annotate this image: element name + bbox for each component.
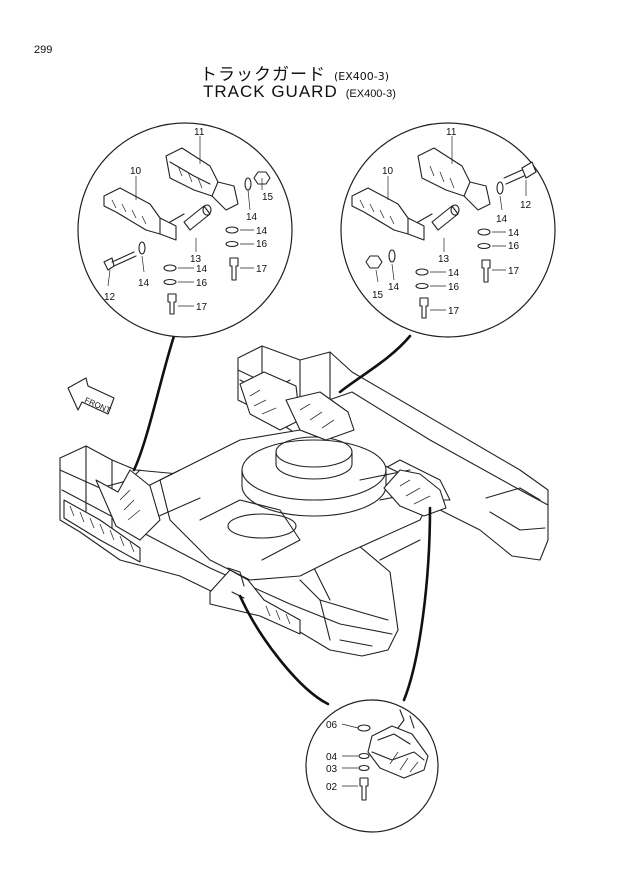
callout-left-14a: 14 bbox=[246, 212, 258, 223]
callout-right-11: 11 bbox=[446, 127, 457, 138]
title-en-text: TRACK GUARD bbox=[203, 82, 338, 101]
front-arrow: FRONT bbox=[67, 377, 115, 415]
callout-right-12: 12 bbox=[520, 200, 532, 211]
detail-circle-right: 11 10 12 14 13 14 16 17 14 14 15 16 17 bbox=[340, 122, 556, 338]
track-guard-front-mounted bbox=[63, 469, 301, 635]
callout-bottom-02: 02 bbox=[326, 782, 338, 793]
callout-left-15: 15 bbox=[262, 192, 274, 203]
callout-left-10: 10 bbox=[130, 166, 142, 177]
title-jp-text: トラックガード bbox=[200, 65, 326, 85]
detail-circle-bottom: 06 04 03 02 bbox=[305, 699, 439, 833]
callout-right-17a: 17 bbox=[508, 266, 520, 277]
callout-bottom-06: 06 bbox=[326, 720, 338, 731]
callout-right-13: 13 bbox=[438, 254, 450, 265]
callout-left-13: 13 bbox=[190, 254, 202, 265]
callout-right-14c: 14 bbox=[448, 268, 460, 279]
callout-left-12: 12 bbox=[104, 292, 116, 303]
callout-right-16a: 16 bbox=[508, 241, 520, 252]
page-number: 299 bbox=[34, 44, 53, 56]
callout-right-14a: 14 bbox=[496, 214, 508, 225]
title-english: TRACK GUARD (EX400-3) bbox=[203, 82, 396, 102]
callout-right-14d: 14 bbox=[388, 282, 400, 293]
callout-left-17b: 17 bbox=[196, 302, 208, 313]
leader-lines bbox=[132, 334, 432, 706]
detail-circle-left: 11 10 15 14 14 16 13 17 14 14 16 12 17 bbox=[77, 122, 293, 338]
title-en-model: (EX400-3) bbox=[345, 88, 396, 100]
callout-right-10: 10 bbox=[382, 166, 394, 177]
callout-left-14b: 14 bbox=[256, 226, 268, 237]
callout-left-14c: 14 bbox=[138, 278, 150, 289]
callout-left-16b: 16 bbox=[196, 278, 208, 289]
callout-bottom-03: 03 bbox=[326, 764, 338, 775]
callout-right-17b: 17 bbox=[448, 306, 460, 317]
title-japanese: トラックガード (EX400-3) bbox=[200, 60, 389, 85]
title-jp-model: (EX400-3) bbox=[334, 70, 390, 83]
callout-left-16a: 16 bbox=[256, 239, 268, 250]
callout-left-14d: 14 bbox=[196, 264, 208, 275]
callout-left-17a: 17 bbox=[256, 264, 268, 275]
callout-left-11: 11 bbox=[194, 127, 205, 138]
callout-right-16b: 16 bbox=[448, 282, 460, 293]
track-guard-back-mounted bbox=[239, 371, 447, 517]
callout-right-14b: 14 bbox=[508, 228, 520, 239]
callout-bottom-04: 04 bbox=[326, 752, 338, 763]
callout-right-15: 15 bbox=[372, 290, 384, 301]
